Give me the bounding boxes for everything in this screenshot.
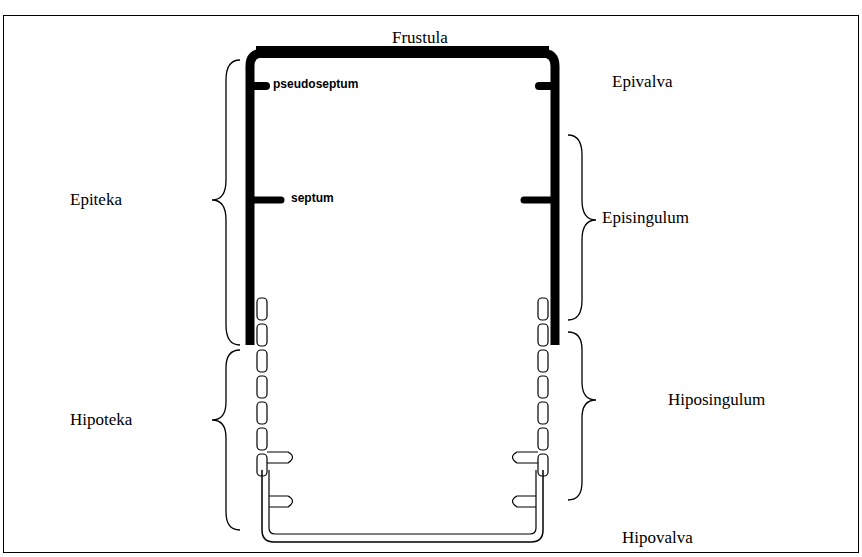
pseudoseptum-left <box>250 82 266 90</box>
septum-left <box>250 197 281 204</box>
hypo-septum-right <box>513 452 539 463</box>
part-label: Epiteka <box>70 190 122 210</box>
part-label: pseudoseptum <box>273 78 358 92</box>
girdle-band <box>538 428 548 450</box>
girdle-band <box>257 350 267 372</box>
girdle-band <box>538 298 548 320</box>
part-label: Episingulum <box>602 208 689 228</box>
part-label: Hipovalva <box>622 528 693 548</box>
pseudoseptum-right <box>539 82 555 90</box>
hypovalve-inner <box>269 470 536 534</box>
epitheca-brace <box>212 60 240 345</box>
part-label: Hipoteka <box>70 410 132 430</box>
girdle-bands <box>257 298 548 476</box>
hypotheca-brace <box>212 350 240 530</box>
hiposingulum-brace <box>568 332 596 500</box>
epitheca-wall <box>250 53 555 345</box>
hypovalve-outer <box>262 470 543 542</box>
frame <box>4 16 859 553</box>
girdle-band <box>538 324 548 346</box>
girdle-band <box>257 298 267 320</box>
episingulum-brace <box>568 135 596 320</box>
structure-title: Frustula <box>392 28 448 48</box>
part-label: Epivalva <box>612 72 672 92</box>
hypo-septum-right-2 <box>513 496 537 507</box>
girdle-band <box>257 402 267 424</box>
girdle-band <box>538 376 548 398</box>
hypo-septum-left <box>267 452 293 463</box>
girdle-band <box>538 350 548 372</box>
girdle-band <box>257 376 267 398</box>
epivalve <box>256 46 549 58</box>
girdle-band <box>538 402 548 424</box>
septum-right <box>524 197 555 204</box>
part-label: Hiposingulum <box>668 390 765 410</box>
girdle-band <box>257 324 267 346</box>
girdle-band <box>257 428 267 450</box>
part-label: septum <box>291 192 334 206</box>
hypo-septum-left-2 <box>269 496 293 507</box>
